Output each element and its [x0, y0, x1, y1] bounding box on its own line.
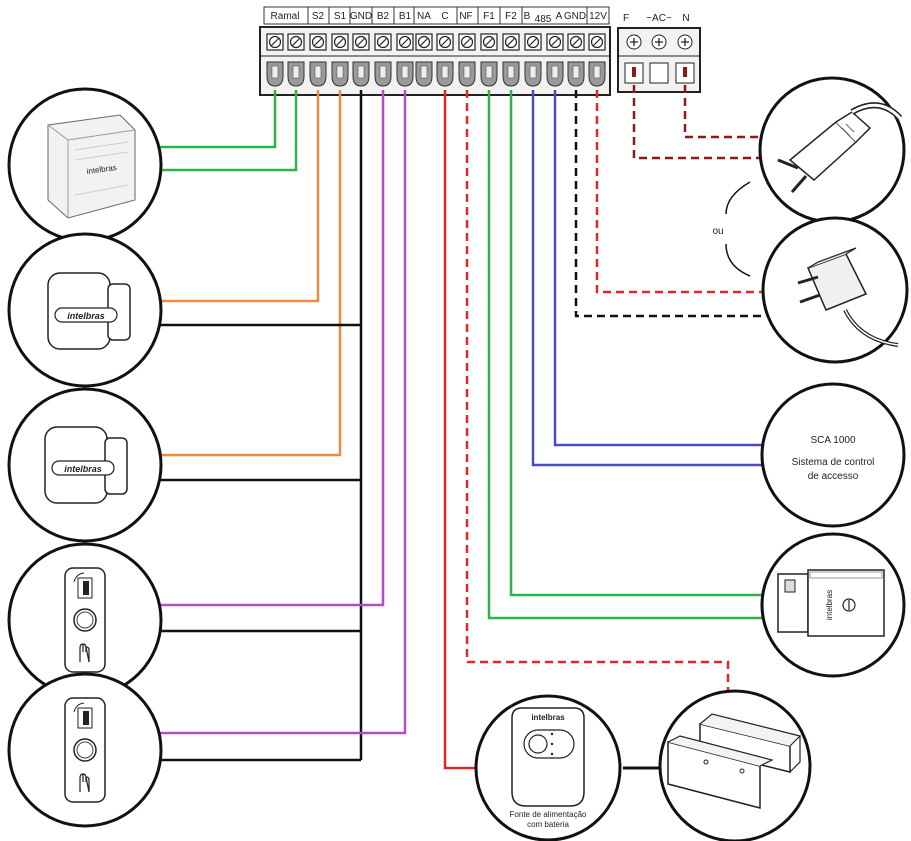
terminal-clamp: [588, 61, 606, 87]
wire-b1: [160, 90, 407, 735]
door-sensor-1: intelbras: [7, 232, 163, 388]
terminal-label: B1: [399, 11, 412, 22]
supply-label-line1: Fonte de alimentação: [510, 810, 587, 819]
terminal-screw: [458, 33, 476, 51]
ac-n-label: N: [682, 13, 689, 24]
terminal-label: B: [524, 11, 531, 22]
or-curve-bottom: [725, 243, 751, 277]
terminal-label: B2: [377, 11, 390, 22]
ac-power-plug: [758, 76, 906, 224]
terminal-screw: [309, 33, 327, 51]
ac-screw-f: [626, 34, 642, 50]
terminal-screw: [436, 33, 454, 51]
terminal-screw: [374, 33, 392, 51]
terminal-label: S2: [312, 11, 325, 22]
sensor1-brand-logo: intelbras: [67, 311, 105, 321]
ac-screw-n: [677, 34, 693, 50]
wire-ac-f: [632, 85, 762, 160]
terminal-clamp: [266, 61, 284, 87]
terminal-screw: [480, 33, 498, 51]
terminal-clamp: [524, 61, 542, 87]
wire-485-b: [531, 90, 762, 467]
wire-485-a: [553, 90, 762, 447]
terminal-clamp: [458, 61, 476, 87]
door-sensor-2: intelbras: [7, 387, 163, 543]
terminal-clamp: [396, 61, 414, 87]
ac-screw-mid: [651, 34, 667, 50]
ac-f-label: F: [623, 13, 629, 24]
terminal-label: NF: [459, 11, 472, 22]
exit-button-2: [7, 672, 163, 828]
terminal-label: Ramal: [271, 11, 300, 22]
electric-lock-device: intelbras: [760, 532, 906, 678]
terminal-screw: [287, 33, 305, 51]
terminal-screw: [502, 33, 520, 51]
supply-brand-logo: intelbras: [531, 713, 565, 722]
terminal-label: C: [441, 11, 448, 22]
wire-f1: [487, 90, 762, 620]
wire-ac-n: [683, 85, 762, 139]
terminal-clamp: [480, 61, 498, 87]
terminal-clamp: [331, 61, 349, 87]
sca-1000-device: SCA 1000 Sistema de control de accesso: [760, 382, 906, 528]
terminal-clamp: [309, 61, 327, 87]
sca-desc-line1: Sistema de control: [792, 457, 875, 468]
wire-f2: [509, 90, 762, 597]
terminal-screw: [396, 33, 414, 51]
terminal-label: GND: [564, 11, 586, 22]
terminal-label: F2: [505, 11, 517, 22]
wire-gnd-adapter: [574, 90, 762, 318]
supply-label-line2: com bateria: [527, 820, 569, 829]
terminal-screw: [266, 33, 284, 51]
terminal-label: 12V: [589, 11, 607, 22]
wires: [160, 85, 762, 770]
terminal-label: F1: [483, 11, 495, 22]
wall-power-adapter: [761, 216, 909, 364]
wire-ramal-1: [160, 90, 277, 149]
terminal-label: NA: [417, 11, 431, 22]
terminal-screw: [588, 33, 606, 51]
exit-button-1: [7, 542, 163, 698]
terminal-label: GND: [350, 11, 372, 22]
terminal-clamp: [352, 61, 370, 87]
wire-c: [443, 90, 475, 770]
terminal-clamp: [287, 61, 305, 87]
terminal-clamp: [546, 61, 564, 87]
terminal-label: A: [556, 11, 563, 22]
or-label: ou: [712, 226, 723, 237]
module-brand-logo: intelbras: [86, 163, 117, 176]
terminal-screw: [415, 33, 433, 51]
terminal-label: 485: [535, 14, 552, 25]
sensor2-brand-logo: intelbras: [64, 464, 102, 474]
wire-b2: [160, 90, 385, 607]
terminal-clamp: [415, 61, 433, 87]
terminal-label: S1: [334, 11, 347, 22]
terminal-screw: [352, 33, 370, 51]
terminal-screw: [567, 33, 585, 51]
terminal-clamp: [502, 61, 520, 87]
sca-desc-line2: de accesso: [808, 471, 859, 482]
battery-power-supply: intelbras Fonte de alimentação com bater…: [474, 694, 622, 841]
terminal-clamp: [436, 61, 454, 87]
terminal-clamp: [567, 61, 585, 87]
wire-s1: [160, 90, 342, 457]
sca-name: SCA 1000: [810, 435, 855, 446]
lock-brand-logo: intelbras: [825, 590, 834, 620]
wire-12v-adapter: [595, 90, 762, 294]
wire-ramal-2: [160, 90, 298, 172]
ac-terminal-block: F ~AC~ N: [617, 13, 701, 93]
wire-nf: [465, 90, 730, 700]
wire-s2: [160, 90, 320, 303]
terminal-block: [259, 26, 611, 96]
ac-mid-label: ~AC~: [646, 13, 672, 24]
terminal-clamp: [374, 61, 392, 87]
magnetic-lock-device: [658, 689, 812, 841]
terminal-screw: [524, 33, 542, 51]
or-curve-top: [725, 181, 751, 215]
interface-module-device: intelbras: [7, 87, 163, 243]
terminal-screw: [331, 33, 349, 51]
terminal-screw: [546, 33, 564, 51]
